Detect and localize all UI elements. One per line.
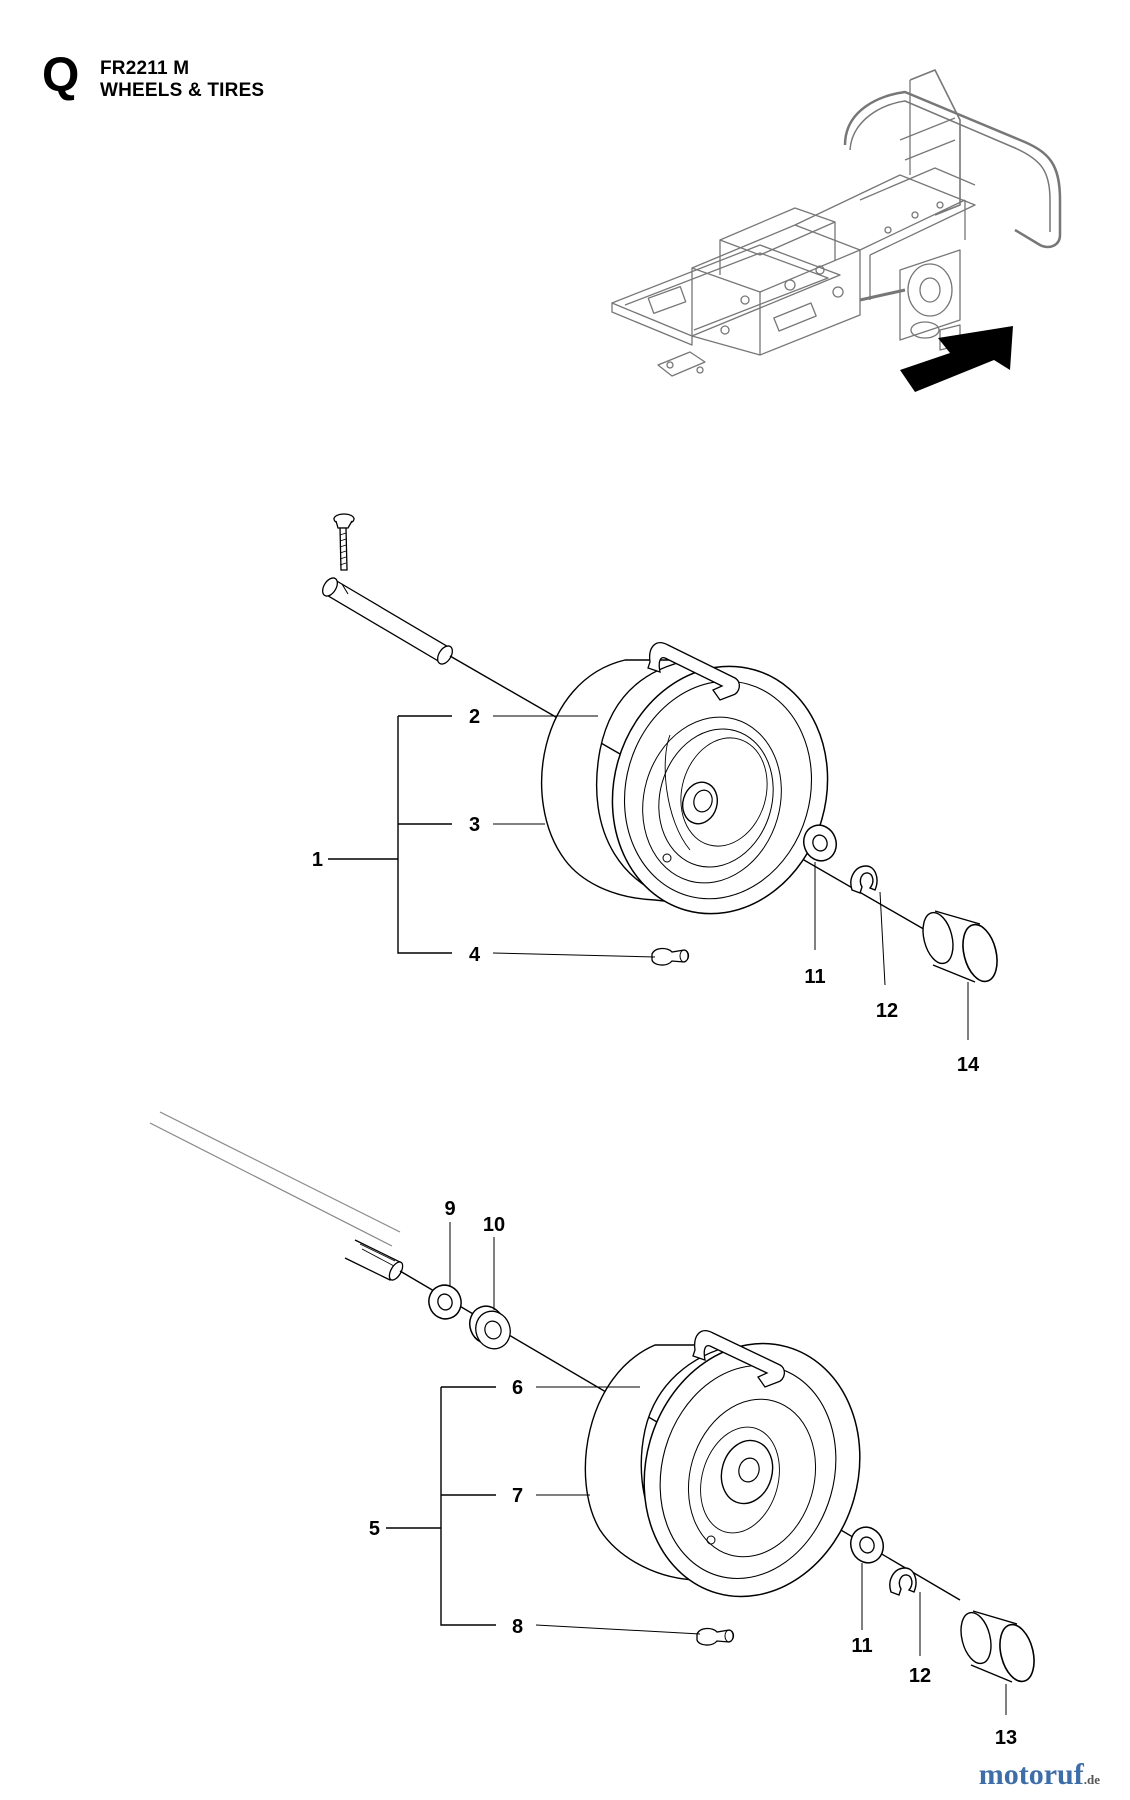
washer-icon xyxy=(803,824,837,862)
callout-11: 11 xyxy=(804,966,825,988)
callout-11: 11 xyxy=(851,1635,872,1657)
washer-icon xyxy=(850,1526,884,1564)
callout-3: 3 xyxy=(469,814,480,836)
spacer-icon xyxy=(469,1305,511,1350)
front-wheel-icon xyxy=(540,642,829,915)
callout-8: 8 xyxy=(512,1616,523,1638)
callout-4: 4 xyxy=(469,944,481,966)
section-letter: Q xyxy=(42,49,80,102)
model-number: FR2211 M xyxy=(100,58,190,79)
callout-14: 14 xyxy=(957,1054,980,1076)
site-logo: motoruf.de xyxy=(979,1758,1100,1792)
spacer-icon xyxy=(428,1284,462,1320)
callout-10: 10 xyxy=(483,1214,505,1236)
front-callouts: 2 3 1 4 11 12 14 xyxy=(312,706,980,1076)
circlip-icon xyxy=(889,1567,917,1596)
callout-1: 1 xyxy=(312,849,323,871)
callout-12: 12 xyxy=(909,1665,931,1687)
callout-12: 12 xyxy=(876,1000,898,1022)
callout-6: 6 xyxy=(512,1377,523,1399)
circlip-icon xyxy=(850,865,878,894)
diagram-title: WHEELS & TIRES xyxy=(100,80,265,101)
callout-2: 2 xyxy=(469,706,480,728)
front-wheel-assembly xyxy=(322,513,998,1040)
callout-13: 13 xyxy=(995,1727,1017,1749)
front-axle-pin-icon xyxy=(322,577,453,665)
rear-wheel-icon xyxy=(584,1330,861,1598)
hub-cap-icon xyxy=(960,1610,1035,1686)
rear-callouts: 9 10 6 7 5 8 11 12 13 xyxy=(369,1198,1017,1749)
callout-9: 9 xyxy=(444,1198,455,1220)
logo-text: motoruf xyxy=(978,1758,1084,1791)
callout-7: 7 xyxy=(512,1485,523,1507)
direction-arrow-icon xyxy=(900,326,1013,392)
tire-valve-icon xyxy=(651,947,690,966)
logo-suffix: .de xyxy=(1083,1772,1100,1787)
bolt-icon xyxy=(333,513,355,571)
tire-valve-icon xyxy=(696,1627,735,1646)
chassis-overview-icon xyxy=(611,69,1062,377)
callout-5: 5 xyxy=(369,1518,380,1540)
rear-axle-icon xyxy=(149,1111,404,1281)
hub-cap-icon xyxy=(922,910,998,985)
rear-wheel-assembly xyxy=(149,1111,1035,1715)
